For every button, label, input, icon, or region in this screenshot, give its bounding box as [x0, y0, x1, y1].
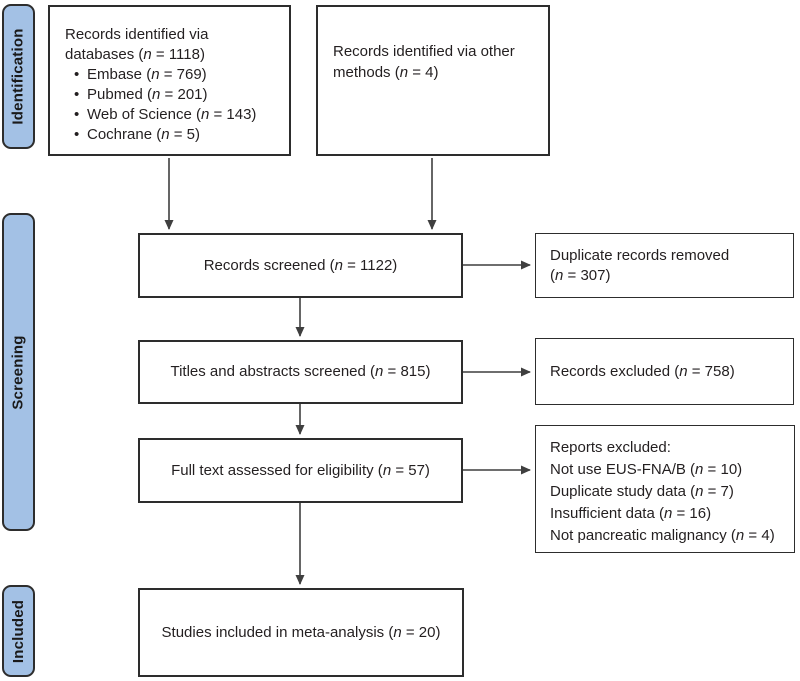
stage-label-screening: Screening: [10, 334, 28, 410]
text-segment: Records identified via other methods (: [333, 43, 515, 81]
italic-n: n: [161, 126, 170, 143]
text-segment: = 20): [401, 623, 441, 641]
italic-n: n: [695, 483, 704, 500]
bullet-item-embase: • Embase (n = 769): [65, 65, 279, 85]
box-text-line: Records identified via databases (n = 11…: [65, 25, 279, 65]
text-segment: Full text assessed for eligibility (: [171, 461, 383, 479]
italic-n: n: [695, 461, 704, 478]
box-text-line: Not pancreatic malignancy (n = 4): [550, 525, 788, 547]
italic-n: n: [399, 64, 409, 81]
box-duplicate-records-removed: Duplicate records removed (n = 307): [535, 233, 794, 298]
text-segment: Records screened (: [203, 256, 335, 274]
italic-n: n: [555, 266, 564, 284]
bullet-item-cochrane: • Cochrane (n = 5): [65, 125, 279, 145]
text-segment: = 4): [408, 64, 439, 81]
italic-n: n: [334, 256, 343, 274]
box-text-line: (n = 307): [550, 266, 783, 286]
box-records-identified-databases: Records identified via databases (n = 11…: [48, 5, 291, 156]
italic-n: n: [663, 505, 673, 522]
text-segment: Studies included in meta-analysis (: [161, 623, 394, 641]
text-segment: Records identified via databases (: [65, 26, 209, 63]
text-segment: = 307): [563, 266, 611, 284]
bullet-glyph: •: [74, 66, 80, 83]
text-segment: Duplicate records removed: [550, 246, 730, 264]
italic-n: n: [375, 363, 384, 380]
box-titles-abstracts-screened: Titles and abstracts screened (n = 815): [138, 340, 463, 404]
bullet-glyph: •: [74, 86, 80, 103]
bullet-text: Cochrane (n = 5): [87, 125, 279, 145]
bullet-glyph: •: [74, 126, 80, 143]
box-text-line: Titles and abstracts screened (n = 815): [170, 362, 430, 382]
text-segment: Embase (: [87, 66, 152, 83]
italic-n: n: [382, 461, 392, 479]
box-reports-excluded: Reports excluded: Not use EUS-FNA/B (n =…: [535, 425, 795, 553]
box-full-text-assessed: Full text assessed for eligibility (n = …: [138, 438, 463, 503]
italic-n: n: [735, 527, 745, 544]
text-segment: Not pancreatic malignancy (: [550, 527, 736, 544]
box-text-line: Duplicate records removed: [550, 246, 783, 266]
text-segment: (: [550, 266, 555, 284]
box-text-line: Records screened (n = 1122): [204, 256, 398, 276]
box-text-line: Not use EUS-FNA/B (n = 10): [550, 459, 788, 481]
box-text-line: Duplicate study data (n = 7): [550, 481, 788, 503]
text-segment: Insufficient data (: [550, 505, 664, 522]
text-segment: = 1118): [151, 46, 205, 63]
text-segment: Web of Science (: [87, 106, 201, 123]
text-segment: = 201): [160, 86, 208, 103]
italic-n: n: [152, 86, 161, 103]
bullet-item-pubmed: • Pubmed (n = 201): [65, 85, 279, 105]
text-segment: Titles and abstracts screened (: [170, 363, 376, 380]
stage-bar-identification: Identification: [2, 4, 35, 149]
text-segment: = 16): [672, 505, 712, 522]
text-segment: = 1122): [342, 256, 398, 274]
text-segment: Cochrane (: [87, 126, 162, 143]
text-segment: Pubmed (: [87, 86, 153, 103]
box-text-line: Records identified via other methods (n …: [333, 41, 536, 83]
box-records-excluded: Records excluded (n = 758): [535, 338, 794, 405]
text-segment: = 815): [383, 363, 431, 380]
text-segment: Reports excluded:: [550, 439, 671, 456]
box-text-line: Insufficient data (n = 16): [550, 503, 788, 525]
box-text-line: Reports excluded:: [550, 437, 788, 459]
italic-n: n: [200, 106, 210, 123]
text-segment: = 4): [744, 527, 775, 544]
italic-n: n: [393, 623, 402, 641]
box-records-screened: Records screened (n = 1122): [138, 233, 463, 298]
text-segment: = 5): [169, 126, 200, 143]
bullet-item-web-of-science: • Web of Science (n = 143): [65, 105, 279, 125]
stage-bar-screening: Screening: [2, 213, 35, 531]
box-records-identified-other-methods: Records identified via other methods (n …: [316, 5, 550, 156]
text-segment: = 7): [703, 483, 734, 500]
box-text-line: Records excluded (n = 758): [550, 362, 783, 382]
bullet-glyph: •: [74, 106, 80, 123]
bullet-text: Embase (n = 769): [87, 65, 279, 85]
bullet-text: Web of Science (n = 143): [87, 105, 279, 125]
bullet-text: Pubmed (n = 201): [87, 85, 279, 105]
box-text-line: Studies included in meta-analysis (n = 2…: [162, 623, 441, 643]
stage-label-identification: Identification: [10, 28, 28, 125]
box-studies-included-meta-analysis: Studies included in meta-analysis (n = 2…: [138, 588, 464, 677]
text-segment: = 143): [209, 106, 257, 123]
text-segment: Not use EUS-FNA/B (: [550, 461, 696, 478]
text-segment: = 57): [391, 461, 430, 479]
text-segment: Duplicate study data (: [550, 483, 696, 500]
text-segment: = 10): [703, 461, 743, 478]
stage-bar-included: Included: [2, 585, 35, 677]
italic-n: n: [143, 46, 152, 63]
box-text-line: Full text assessed for eligibility (n = …: [171, 461, 430, 481]
text-segment: = 769): [159, 66, 207, 83]
italic-n: n: [679, 362, 688, 380]
text-segment: Records excluded (: [550, 362, 680, 380]
italic-n: n: [151, 66, 160, 83]
stage-label-included: Included: [10, 599, 27, 663]
text-segment: = 758): [687, 362, 735, 380]
